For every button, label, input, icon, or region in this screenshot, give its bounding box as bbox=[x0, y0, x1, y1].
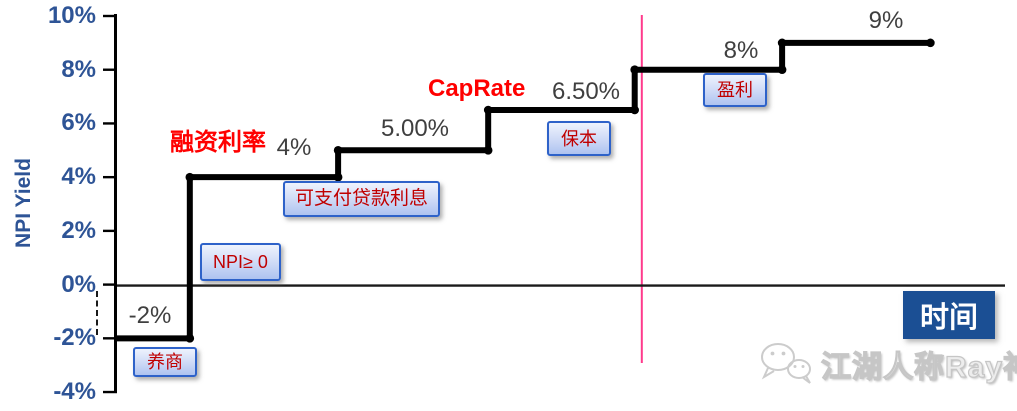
annotation-box-nurture-label: 养商 bbox=[147, 352, 183, 372]
annotation-box-loan-interest-label: 可支付贷款利息 bbox=[294, 188, 428, 209]
value-label-4pct: 4% bbox=[276, 134, 312, 161]
annotation-box-breakeven: 保本 bbox=[547, 121, 611, 156]
dashed-start-segment bbox=[96, 291, 98, 335]
data-point-marker bbox=[185, 334, 195, 343]
annotation-box-npi-label: NPI≥ 0 bbox=[213, 252, 268, 272]
data-point-marker bbox=[333, 146, 343, 155]
y-axis-title: NPI Yield bbox=[12, 158, 35, 248]
data-point-marker bbox=[483, 105, 493, 115]
data-point-marker bbox=[185, 172, 195, 182]
value-label-5pct: 5.00% bbox=[380, 115, 450, 142]
value-label-8pct: 8% bbox=[723, 37, 759, 64]
y-tick-label: 4% bbox=[61, 163, 96, 191]
y-tick-label: 10% bbox=[47, 2, 96, 29]
annotation-box-nurture: 养商 bbox=[133, 347, 197, 377]
value-label-start: -2% bbox=[128, 302, 172, 329]
data-point-marker bbox=[777, 65, 787, 75]
watermark: 江湖人称Ray神 bbox=[757, 340, 1017, 388]
value-label-6-5pct: 6.50% bbox=[551, 78, 621, 105]
x-axis-label: 时间 bbox=[919, 302, 978, 334]
value-label-9pct: 9% bbox=[868, 7, 904, 34]
data-point-marker bbox=[483, 146, 493, 155]
y-tick-label: -2% bbox=[53, 324, 96, 352]
data-point-marker bbox=[333, 172, 343, 182]
annotation-box-breakeven-label: 保本 bbox=[561, 128, 597, 149]
watermark-text: 江湖人称Ray神 bbox=[820, 350, 1017, 384]
annotation-box-profit-label: 盈利 bbox=[717, 80, 753, 100]
data-point-marker bbox=[630, 65, 640, 75]
annotation-box-profit: 盈利 bbox=[703, 73, 767, 107]
caprate-label: CapRate bbox=[428, 75, 526, 102]
annotation-box-npi: NPI≥ 0 bbox=[200, 243, 281, 281]
data-point-marker bbox=[926, 38, 935, 48]
financing-rate-label: 融资利率 bbox=[170, 129, 266, 156]
y-tick-label: 8% bbox=[61, 55, 96, 83]
x-axis-label-box: 时间 bbox=[903, 291, 995, 339]
annotation-box-loan-interest: 可支付贷款利息 bbox=[283, 181, 440, 217]
step-line bbox=[117, 39, 931, 342]
y-tick-label: 6% bbox=[61, 109, 96, 137]
y-tick-label: 2% bbox=[61, 216, 96, 244]
y-tick-label: -4% bbox=[53, 378, 96, 406]
data-point-marker bbox=[777, 38, 787, 48]
data-point-marker bbox=[630, 105, 640, 115]
y-tick-label: 0% bbox=[61, 270, 96, 298]
wechat-icon bbox=[761, 343, 811, 384]
